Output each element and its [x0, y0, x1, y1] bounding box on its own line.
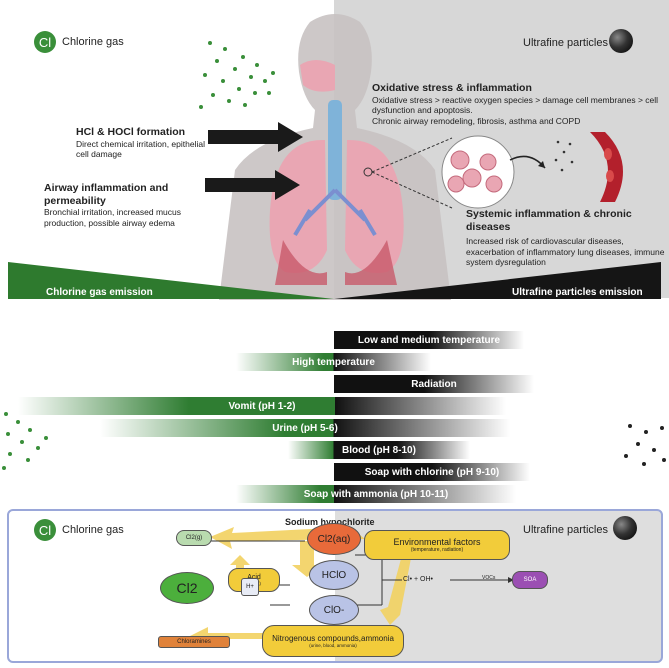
- chlorine-emission-label: Chlorine gas emission: [46, 287, 153, 298]
- side-dots-left: [2, 412, 48, 470]
- emission-wedges: [8, 262, 661, 299]
- hcl-text: Direct chemical irritation, epithelial c…: [76, 138, 205, 160]
- chlorine-gas-label: Chlorine gas: [62, 36, 124, 48]
- soa-node: SOA: [512, 571, 548, 589]
- bar-soap-ammonia: Soap with ammonia (pH 10-11): [236, 485, 516, 503]
- airway-text: Bronchial irritation, increased mucus pr…: [44, 207, 182, 228]
- nitrogenous-compounds-node: Nitrogenous compounds,ammonia (urine, bl…: [262, 625, 404, 657]
- sodium-hypochlorite-label: Sodium hypochlorite: [285, 517, 375, 527]
- bottom-chlorine-label: Chlorine gas: [62, 524, 124, 536]
- vocs-label: VOCs: [482, 575, 496, 581]
- bar-radiation: Radiation: [334, 375, 534, 393]
- oxidative-title: Oxidative stress & inflammation: [372, 82, 532, 94]
- cl2-gas-node: Cl2: [160, 572, 214, 604]
- bar-blood: Blood (pH 8-10): [288, 441, 470, 459]
- chlorine-gas-dots: [199, 41, 275, 109]
- arrow-airway: [205, 170, 300, 200]
- h-plus-node: H+: [241, 578, 259, 596]
- cl2-hyd-node: Cl2(g): [176, 530, 212, 546]
- alveoli-zoom: [363, 135, 546, 209]
- side-dots-right: [624, 424, 666, 466]
- hcl-title: HCl & HOCl formation: [76, 126, 186, 138]
- airway-title: Airway inflammation and permeability: [44, 182, 169, 207]
- cl2-aq-node: Cl2(aq): [307, 523, 361, 555]
- oxidative-text-2: Chronic airway remodeling, fibrosis, ast…: [372, 115, 581, 126]
- clo-node: ClO-: [309, 595, 359, 625]
- arrow-hcl: [208, 122, 303, 152]
- oxidative-text: Oxidative stress > reactive oxygen speci…: [372, 94, 659, 116]
- ultrafine-emission-label: Ultrafine particles emission: [512, 287, 643, 298]
- bar-high-temperature: High temperature: [236, 353, 431, 371]
- hcl-block: HCl & HOCl formation Direct chemical irr…: [76, 126, 216, 160]
- bottom-ultrafine-label: Ultrafine particles: [523, 524, 608, 536]
- systemic-title: Systemic inflammation & chronic diseases: [466, 208, 632, 233]
- chloramines-node: Chloramines: [158, 636, 230, 648]
- airway-block: Airway inflammation and permeability Bro…: [44, 182, 204, 228]
- human-silhouette: [219, 14, 451, 300]
- ultrafine-particles-label: Ultrafine particles: [523, 37, 608, 49]
- bar-soap-chlorine: Soap with chlorine (pH 9-10): [334, 463, 530, 481]
- oxidative-block: Oxidative stress & inflammation Oxidativ…: [372, 82, 662, 126]
- bar-urine: Urine (pH 5-6): [100, 419, 510, 437]
- bottom-ultrafine-icon: [613, 516, 637, 540]
- hclo-node: HClO: [309, 560, 359, 590]
- bar-vomit: Vomit (pH 1-2): [18, 397, 506, 415]
- environmental-factors-node: Environmental factors (temperature, radi…: [364, 530, 510, 560]
- systemic-text: Increased risk of cardiovascular disease…: [466, 236, 665, 268]
- radicals-label: Cl• + OH•: [403, 576, 433, 583]
- bottom-chlorine-badge: Cl: [34, 519, 56, 541]
- bar-low-medium-temperature: Low and medium temperature: [334, 331, 524, 349]
- systemic-block: Systemic inflammation & chronic diseases…: [466, 208, 666, 268]
- chlorine-badge: Cl: [34, 31, 56, 53]
- blood-vessel-icon: [554, 132, 623, 202]
- ultrafine-particle-icon: [609, 29, 633, 53]
